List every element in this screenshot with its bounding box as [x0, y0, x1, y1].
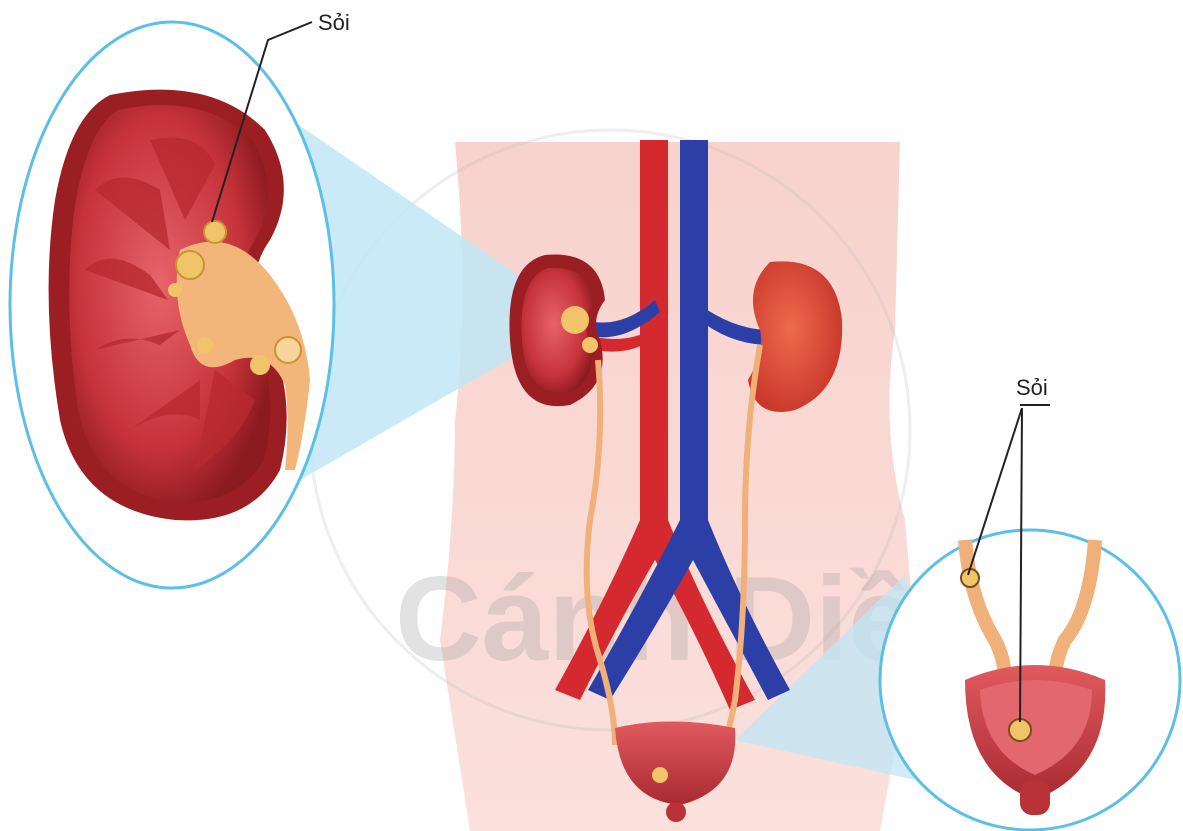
- kidney-stone: [204, 221, 226, 243]
- small-left-kidney: [509, 255, 605, 407]
- bladder-stone: [1009, 719, 1031, 741]
- bladder-stone-label: Sỏi: [1016, 375, 1048, 400]
- bladder-zoom-callout: [880, 530, 1180, 830]
- kidney-stone-label: Sỏi: [318, 10, 350, 35]
- kidney-zoom-callout: [10, 22, 334, 588]
